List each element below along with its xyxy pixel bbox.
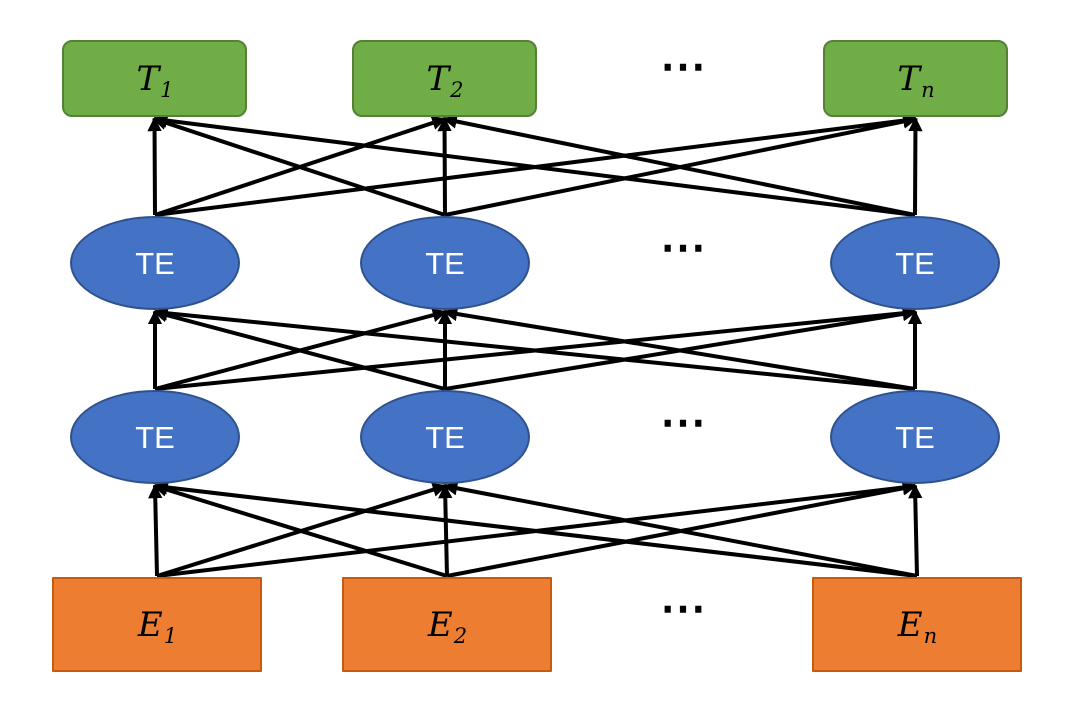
input-box-e1: E1	[52, 577, 262, 672]
output-box-t2: T2	[352, 40, 537, 117]
input-label-en: En	[897, 604, 937, 646]
output-label-t2-main: T	[426, 58, 450, 99]
input-label-e2: E2	[427, 604, 467, 646]
input-label-e2-sub: 2	[453, 622, 468, 648]
encoder-lower-label-1: TE	[135, 419, 175, 455]
input-label-en-sub: n	[923, 622, 938, 648]
input-label-e1-sub: 1	[163, 622, 178, 648]
output-label-t2-sub: 2	[450, 76, 464, 102]
encoder-upper-node-n: TE	[830, 216, 1000, 310]
input-box-en: En	[812, 577, 1022, 672]
ellipsis-encoder-lower: ⋯	[660, 396, 706, 448]
input-box-e2: E2	[342, 577, 552, 672]
output-label-t2: T2	[426, 58, 463, 100]
output-box-tn: Tn	[823, 40, 1008, 117]
ellipsis-outputs: ⋯	[660, 40, 706, 92]
encoder-lower-node-1: TE	[70, 390, 240, 484]
output-label-tn-main: T	[897, 58, 921, 99]
ellipsis-inputs: ⋯	[660, 582, 706, 634]
encoder-lower-label-n: TE	[895, 419, 935, 455]
input-label-en-main: E	[897, 604, 923, 645]
output-label-t1-sub: 1	[160, 76, 174, 102]
encoder-upper-label-2: TE	[425, 245, 465, 281]
encoder-lower-node-n: TE	[830, 390, 1000, 484]
encoder-lower-node-2: TE	[360, 390, 530, 484]
encoder-upper-node-1: TE	[70, 216, 240, 310]
output-label-t1: T1	[136, 58, 173, 100]
input-label-e1: E1	[137, 604, 177, 646]
output-label-tn-sub: n	[921, 76, 935, 102]
encoder-lower-label-2: TE	[425, 419, 465, 455]
encoder-upper-label-1: TE	[135, 245, 175, 281]
encoder-upper-node-2: TE	[360, 216, 530, 310]
output-box-t1: T1	[62, 40, 247, 117]
encoder-upper-label-n: TE	[895, 245, 935, 281]
output-label-tn: Tn	[897, 58, 934, 100]
input-label-e2-main: E	[427, 604, 453, 645]
ellipsis-encoder-upper: ⋯	[660, 221, 706, 273]
input-label-e1-main: E	[137, 604, 163, 645]
output-label-t1-main: T	[136, 58, 160, 99]
